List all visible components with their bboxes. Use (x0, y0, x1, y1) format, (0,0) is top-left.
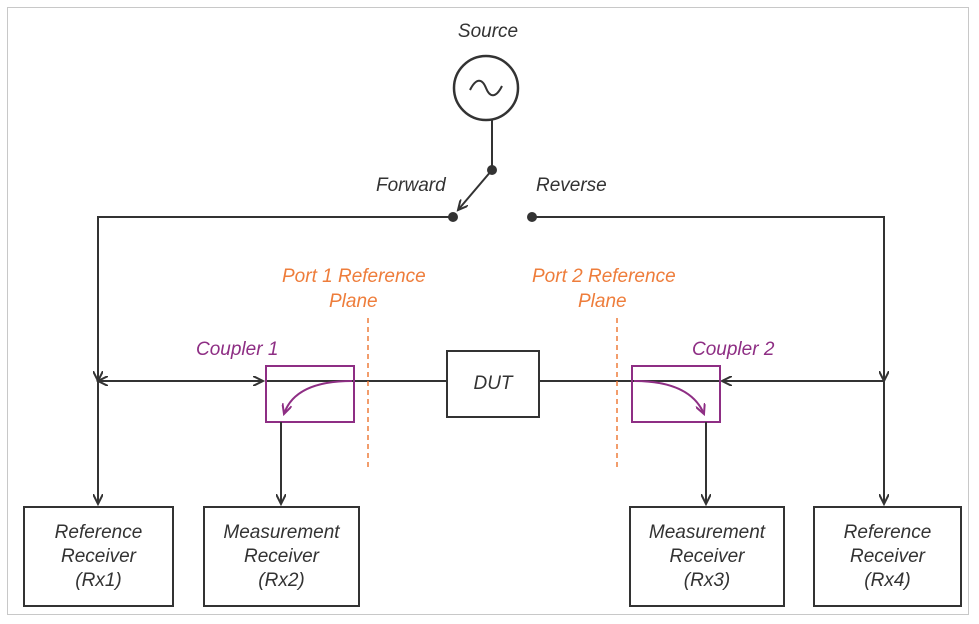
rx4-line1: Reference (843, 521, 932, 543)
dut-box: DUT (446, 350, 540, 418)
forward-label: Forward (376, 175, 446, 196)
rx1-line3: (Rx1) (75, 569, 122, 591)
rx2-line3: (Rx2) (258, 569, 305, 591)
ac-source-icon (452, 54, 520, 122)
coupler-2-block (631, 365, 721, 423)
coupler1-label: Coupler 1 (196, 339, 279, 360)
rx2-line2: Receiver (244, 545, 319, 567)
receiver-rx1: Reference Receiver (Rx1) (23, 506, 174, 607)
switch-blade (458, 169, 493, 210)
coupler-1-block (265, 365, 355, 423)
coupler2-label: Coupler 2 (692, 339, 775, 360)
port2-reference-plane-label-line1: Port 2 Reference (532, 266, 676, 287)
source-label: Source (457, 21, 519, 42)
receiver-rx2: Measurement Receiver (Rx2) (203, 506, 360, 607)
reverse-path (532, 216, 884, 381)
forward-path (98, 216, 453, 381)
rx4-line3: (Rx4) (864, 569, 911, 591)
receiver-rx3: Measurement Receiver (Rx3) (629, 506, 785, 607)
port2-reference-plane-label-line2: Plane (578, 291, 627, 312)
rx1-line2: Receiver (61, 545, 136, 567)
receiver-rx4: Reference Receiver (Rx4) (813, 506, 962, 607)
rx2-line1: Measurement (223, 521, 340, 543)
reverse-label: Reverse (536, 175, 607, 196)
rx4-line2: Receiver (850, 545, 925, 567)
rx3-line2: Receiver (669, 545, 745, 567)
rx3-line1: Measurement (648, 521, 766, 543)
rx3-line3: (Rx3) (683, 569, 731, 591)
rx1-line1: Reference (54, 521, 143, 543)
port1-reference-plane-label-line1: Port 1 Reference (282, 266, 426, 287)
port1-reference-plane-label-line2: Plane (329, 291, 378, 312)
dut-label: DUT (473, 373, 513, 394)
